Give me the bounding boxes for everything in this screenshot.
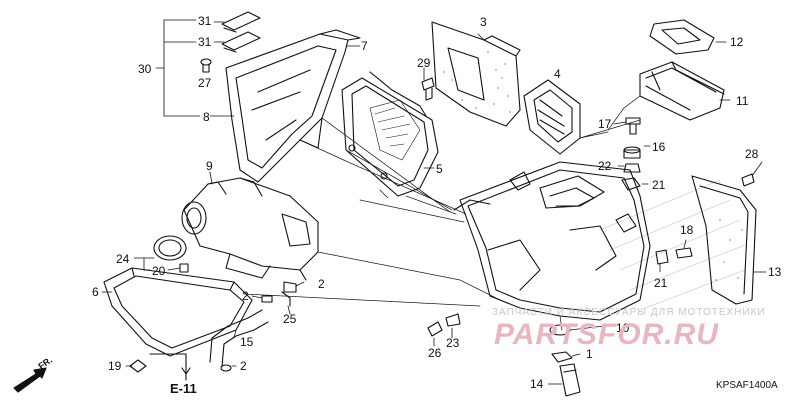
callout-25: 25 <box>283 312 297 326</box>
lower-hardware <box>427 313 581 397</box>
callout-21-upper: 21 <box>652 178 666 192</box>
callout-22: 22 <box>598 159 612 173</box>
callout-2-right: 2 <box>318 277 325 291</box>
callout-21-lower: 21 <box>654 276 668 290</box>
callout-28: 28 <box>745 147 759 161</box>
callout-31-bottom: 31 <box>198 35 212 49</box>
callout-12: 12 <box>730 35 744 49</box>
callout-27: 27 <box>198 76 212 90</box>
callout-19: 19 <box>108 359 122 373</box>
fr-arrow-icon <box>13 367 47 393</box>
part-12-seal <box>649 19 715 55</box>
callout-7: 7 <box>361 39 368 53</box>
callout-18: 18 <box>680 223 694 237</box>
part-28-screw <box>741 173 755 187</box>
callout-13: 13 <box>768 265 782 279</box>
callout-16: 16 <box>652 140 666 154</box>
callout-24: 24 <box>116 252 130 266</box>
callout-6: 6 <box>92 285 99 299</box>
callout-17: 17 <box>598 117 612 131</box>
part-6-gasket <box>103 267 253 357</box>
diagram-code: KPSAF1400A <box>716 380 778 391</box>
part-2-25-clips <box>220 281 297 372</box>
callout-1: 1 <box>586 347 593 361</box>
callout-30: 30 <box>138 62 152 76</box>
callout-26: 26 <box>428 346 442 360</box>
part-19-nut <box>129 359 147 373</box>
part-9-intake-chamber <box>181 177 319 281</box>
e11-reference <box>149 353 191 381</box>
callout-8: 8 <box>203 110 210 124</box>
part-31-filter-pads <box>221 11 261 53</box>
assembly-lines <box>243 95 641 331</box>
foam-texture <box>443 51 511 113</box>
part-29-bolt <box>421 77 435 101</box>
part-15-hose <box>209 309 269 367</box>
part-3-foam-element <box>431 21 521 127</box>
callout-2-left: 2 <box>242 289 249 303</box>
part-27-screw <box>200 58 212 73</box>
air-cleaner-case <box>453 161 651 321</box>
part-13-side-cover <box>691 175 757 305</box>
part-24-band <box>153 235 187 261</box>
callout-29: 29 <box>417 56 431 70</box>
watermark-tagline: ЗАПЧАСТИ И АКСЕССУАРЫ ДЛЯ МОТОТЕХНИКИ <box>492 307 766 318</box>
callout-3: 3 <box>480 15 487 29</box>
part-11-intake-duct <box>639 61 725 121</box>
callout-31-top: 31 <box>198 14 212 28</box>
callout-20: 20 <box>152 264 166 278</box>
section-reference: E-11 <box>170 381 197 396</box>
part-18-21-fasteners <box>655 247 693 265</box>
part-20-bolt <box>179 263 189 273</box>
callout-14: 14 <box>530 377 544 391</box>
part-4-duct-grille <box>523 79 581 155</box>
background-hatching <box>599 179 746 311</box>
callout-4: 4 <box>554 67 561 81</box>
callout-9: 9 <box>206 159 213 173</box>
watermark-brand: PARTSFOR.RU <box>494 318 719 351</box>
callout-10: 10 <box>616 321 630 335</box>
callout-11: 11 <box>736 94 749 108</box>
callout-5: 5 <box>436 162 443 176</box>
leader-lines <box>101 19 767 385</box>
callout-23: 23 <box>446 336 460 350</box>
part-7-8-air-cleaner-cover <box>225 29 361 183</box>
part-5-filter-element <box>341 71 439 197</box>
side-cover-texture <box>715 219 743 281</box>
callout-2-bottom: 2 <box>240 359 247 373</box>
callout-15: 15 <box>240 335 254 349</box>
